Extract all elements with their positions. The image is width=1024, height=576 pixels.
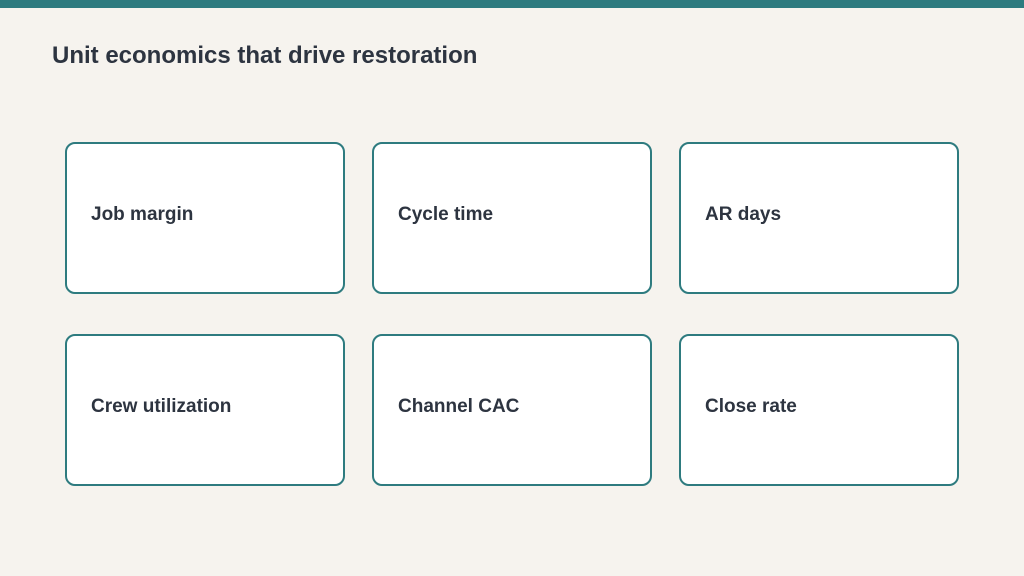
- slide-title: Unit economics that drive restoration: [52, 42, 478, 69]
- metric-card-label: Cycle time: [398, 204, 494, 225]
- metric-card-label: Crew utilization: [91, 396, 232, 417]
- metric-card-crew-utilization: Crew utilization: [65, 334, 345, 486]
- metric-card-label: Close rate: [705, 396, 797, 417]
- metric-card-job-margin: Job margin: [65, 142, 345, 294]
- metric-card-label: AR days: [705, 204, 782, 225]
- metric-card-close-rate: Close rate: [679, 334, 959, 486]
- metric-card-label: Channel CAC: [398, 396, 520, 417]
- metric-card-cycle-time: Cycle time: [372, 142, 652, 294]
- metric-card-ar-days: AR days: [679, 142, 959, 294]
- metric-card-channel-cac: Channel CAC: [372, 334, 652, 486]
- metric-card-label: Job margin: [91, 204, 194, 225]
- top-accent-bar: [0, 0, 1024, 8]
